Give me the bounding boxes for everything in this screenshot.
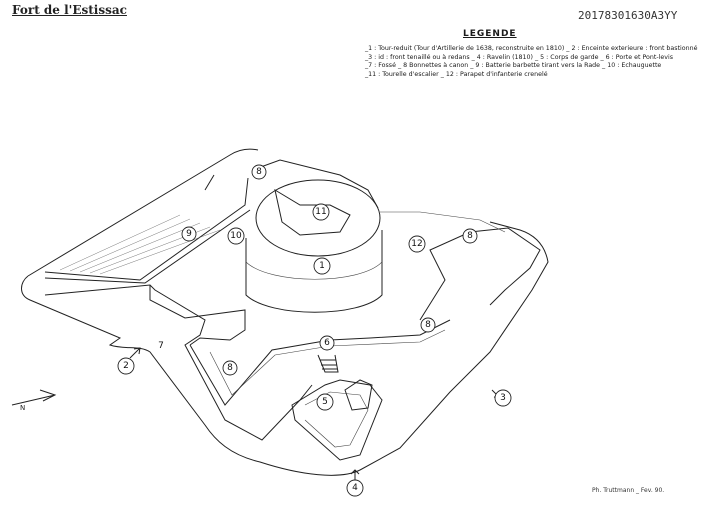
marker-2: 2 [117,357,135,375]
legend-line: _3 : id : front tenaillé ou à redans _ 4… [365,53,674,61]
marker-4: 4 [346,479,364,497]
gate-stairs [317,354,339,373]
legend-heading: LEGENDE [463,29,517,39]
svg-text:6: 6 [324,338,330,348]
marker-8-south: 8 [420,317,436,333]
marker-5: 5 [316,393,334,411]
marker-10: 10 [227,227,245,245]
marker-8-southwest: 8 [222,360,238,376]
compass-label: N [20,404,25,412]
front-east [419,227,541,321]
glacis-outline-north [27,148,259,277]
arrow-4 [350,469,360,480]
bastion-south [149,285,246,346]
svg-text:11: 11 [315,207,326,217]
legend-line: _11 : Tourelle d'escalier _ 12 : Parapet… [365,70,548,78]
marker-7: 7 [158,341,164,351]
tour-reduit-band [245,261,383,280]
battery-hatching [59,214,221,275]
moat-line [44,284,313,441]
svg-text:8: 8 [425,320,431,330]
north-arrow: N [11,389,57,412]
svg-text:8: 8 [227,363,233,373]
ravelin-inner [304,391,369,448]
svg-text:10: 10 [230,231,242,241]
marker-1: 1 [313,257,331,275]
redan-parapet [209,329,446,396]
marker-3: 3 [494,389,512,407]
marker-12: 12 [408,235,426,253]
glacis-outline [21,221,549,476]
page-title: Fort de l'Estissac [12,3,127,17]
rampart-west [44,177,249,281]
svg-text:4: 4 [352,483,358,493]
east-parapet [380,211,506,233]
arrow-2 [129,347,141,359]
tower-inner-court [274,188,351,236]
guard-house [344,379,373,411]
tour-gorge [257,159,379,209]
reference-code: 20178301630A3YY [578,9,678,22]
author-credit: Ph. Truttmann _ Fev. 90. [592,487,665,494]
svg-text:2: 2 [123,361,129,371]
legend-line: _1 : Tour-reduit (Tour d'Artillerie de 1… [365,45,698,52]
svg-text:5: 5 [322,397,328,407]
legend-line: _7 : Fossé _ 8 Bonnettes à canon _ 9 : B… [365,62,662,70]
svg-text:1: 1 [319,261,325,271]
tour-reduit-body [245,230,383,313]
svg-text:8: 8 [256,167,262,177]
marker-8-north: 8 [251,164,267,180]
ravelin [291,379,383,461]
marker-11: 11 [312,203,330,221]
marker-6: 6 [319,335,335,351]
marker-8-east: 8 [462,228,478,244]
marker-9: 9 [181,226,197,242]
svg-text:12: 12 [411,239,422,249]
svg-text:8: 8 [467,231,473,241]
legend: _1 : Tour-reduit (Tour d'Artillerie de 1… [365,45,720,79]
svg-text:3: 3 [500,393,506,403]
svg-text:9: 9 [186,229,192,239]
rampart-west-inner [44,209,251,284]
tour-reduit-top [255,179,381,257]
